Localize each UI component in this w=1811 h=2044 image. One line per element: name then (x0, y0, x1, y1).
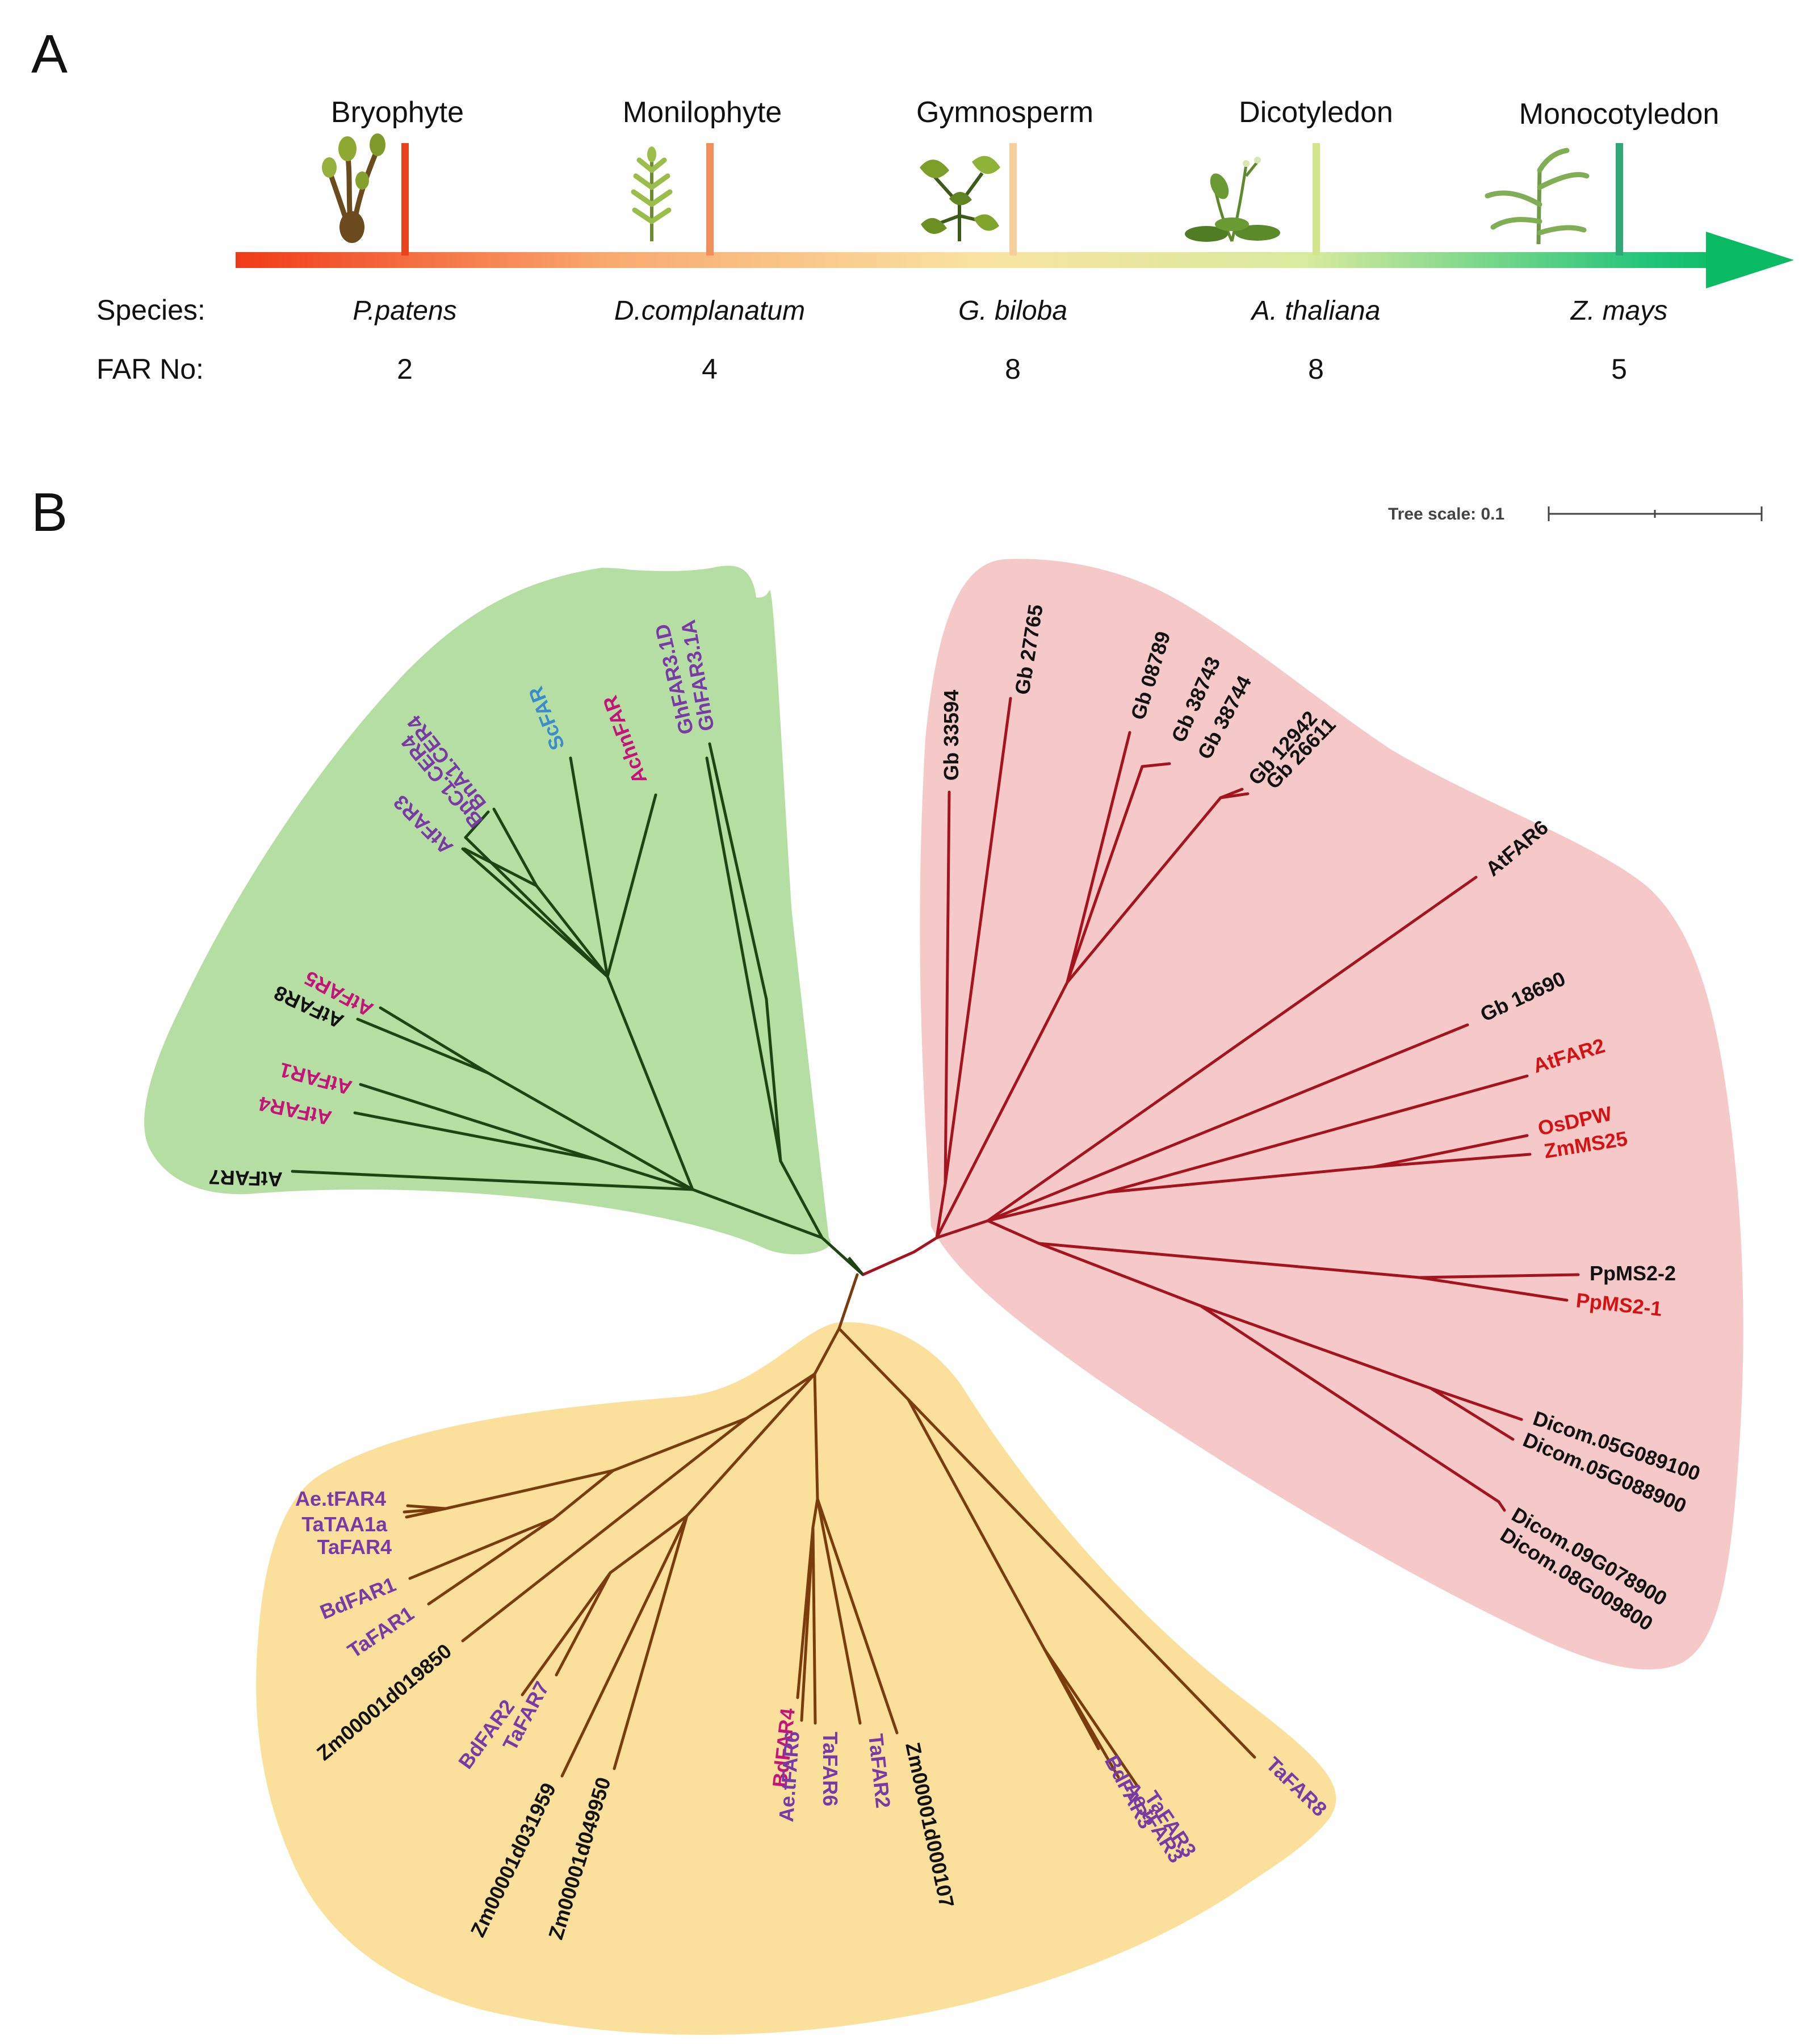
milestone-tick-dicotyledon (1313, 143, 1320, 256)
tree-scale-bar (1548, 506, 1763, 521)
ginkgo-icon (920, 156, 1000, 241)
panel-a: A Bryophyte Monilophyte Gymnosperm Dicot… (31, 24, 1794, 385)
species-row-label: Species: (97, 294, 206, 326)
species-dicotyledon: A. thaliana (1250, 296, 1381, 326)
timeline-axis (236, 252, 1726, 268)
moss-icon (322, 133, 385, 243)
red-clade-background (920, 559, 1743, 1670)
leaf-aetfar4: Ae.tFAR4 (295, 1487, 386, 1510)
panel-b-letter: B (31, 482, 68, 543)
clade-label-gymnosperm: Gymnosperm (916, 96, 1093, 129)
farno-bryophyte: 2 (397, 353, 413, 385)
clade-label-dicotyledon: Dicotyledon (1239, 96, 1393, 129)
leaf-tataa1a: TaTAA1a (301, 1513, 388, 1536)
yellow-clade-branches (403, 1273, 1256, 1787)
timeline-arrowhead (1706, 232, 1794, 288)
clade-label-bryophyte: Bryophyte (331, 96, 464, 129)
leaf-atfar7: AtFAR7 (208, 1165, 283, 1191)
farno-gymnosperm: 8 (1005, 353, 1021, 385)
farno-row-label: FAR No: (97, 353, 204, 385)
species-monilophyte: D.complanatum (614, 296, 805, 326)
panel-a-letter: A (31, 24, 68, 85)
leaf-tafar6: TaFAR6 (819, 1732, 842, 1806)
milestone-tick-monocotyledon (1616, 143, 1623, 256)
tree-root (848, 1256, 864, 1276)
panel-b: B Tree scale: 0.1 (31, 482, 1763, 2035)
leaf-gb33594: Gb 33594 (940, 690, 963, 781)
milestone-tick-monilophyte (706, 143, 714, 256)
milestone-tick-gymnosperm (1009, 143, 1017, 256)
milestone-tick-bryophyte (401, 143, 409, 256)
yellow-clade-background (256, 1322, 1336, 2035)
fern-icon (631, 146, 673, 241)
red-clade-branches (861, 697, 1580, 1512)
species-gymnosperm: G. biloba (958, 296, 1067, 326)
farno-monocotyledon: 5 (1611, 353, 1627, 385)
tree-scale-label: Tree scale: 0.1 (1388, 505, 1504, 523)
species-bryophyte: P.patens (353, 296, 456, 326)
green-clade-branches (291, 742, 865, 1276)
leaf-tafar4: TaFAR4 (317, 1535, 392, 1559)
clade-label-monilophyte: Monilophyte (623, 96, 782, 129)
green-clade-top (397, 566, 829, 1249)
maize-icon (1485, 148, 1590, 245)
leaf-ppms2-2: PpMS2-2 (1590, 1262, 1676, 1285)
farno-dicotyledon: 8 (1308, 353, 1324, 385)
clade-label-monocotyledon: Monocotyledon (1519, 98, 1720, 131)
farno-monilophyte: 4 (702, 353, 718, 385)
arabidopsis-icon (1185, 157, 1280, 242)
species-monocotyledon: Z. mays (1570, 296, 1668, 326)
